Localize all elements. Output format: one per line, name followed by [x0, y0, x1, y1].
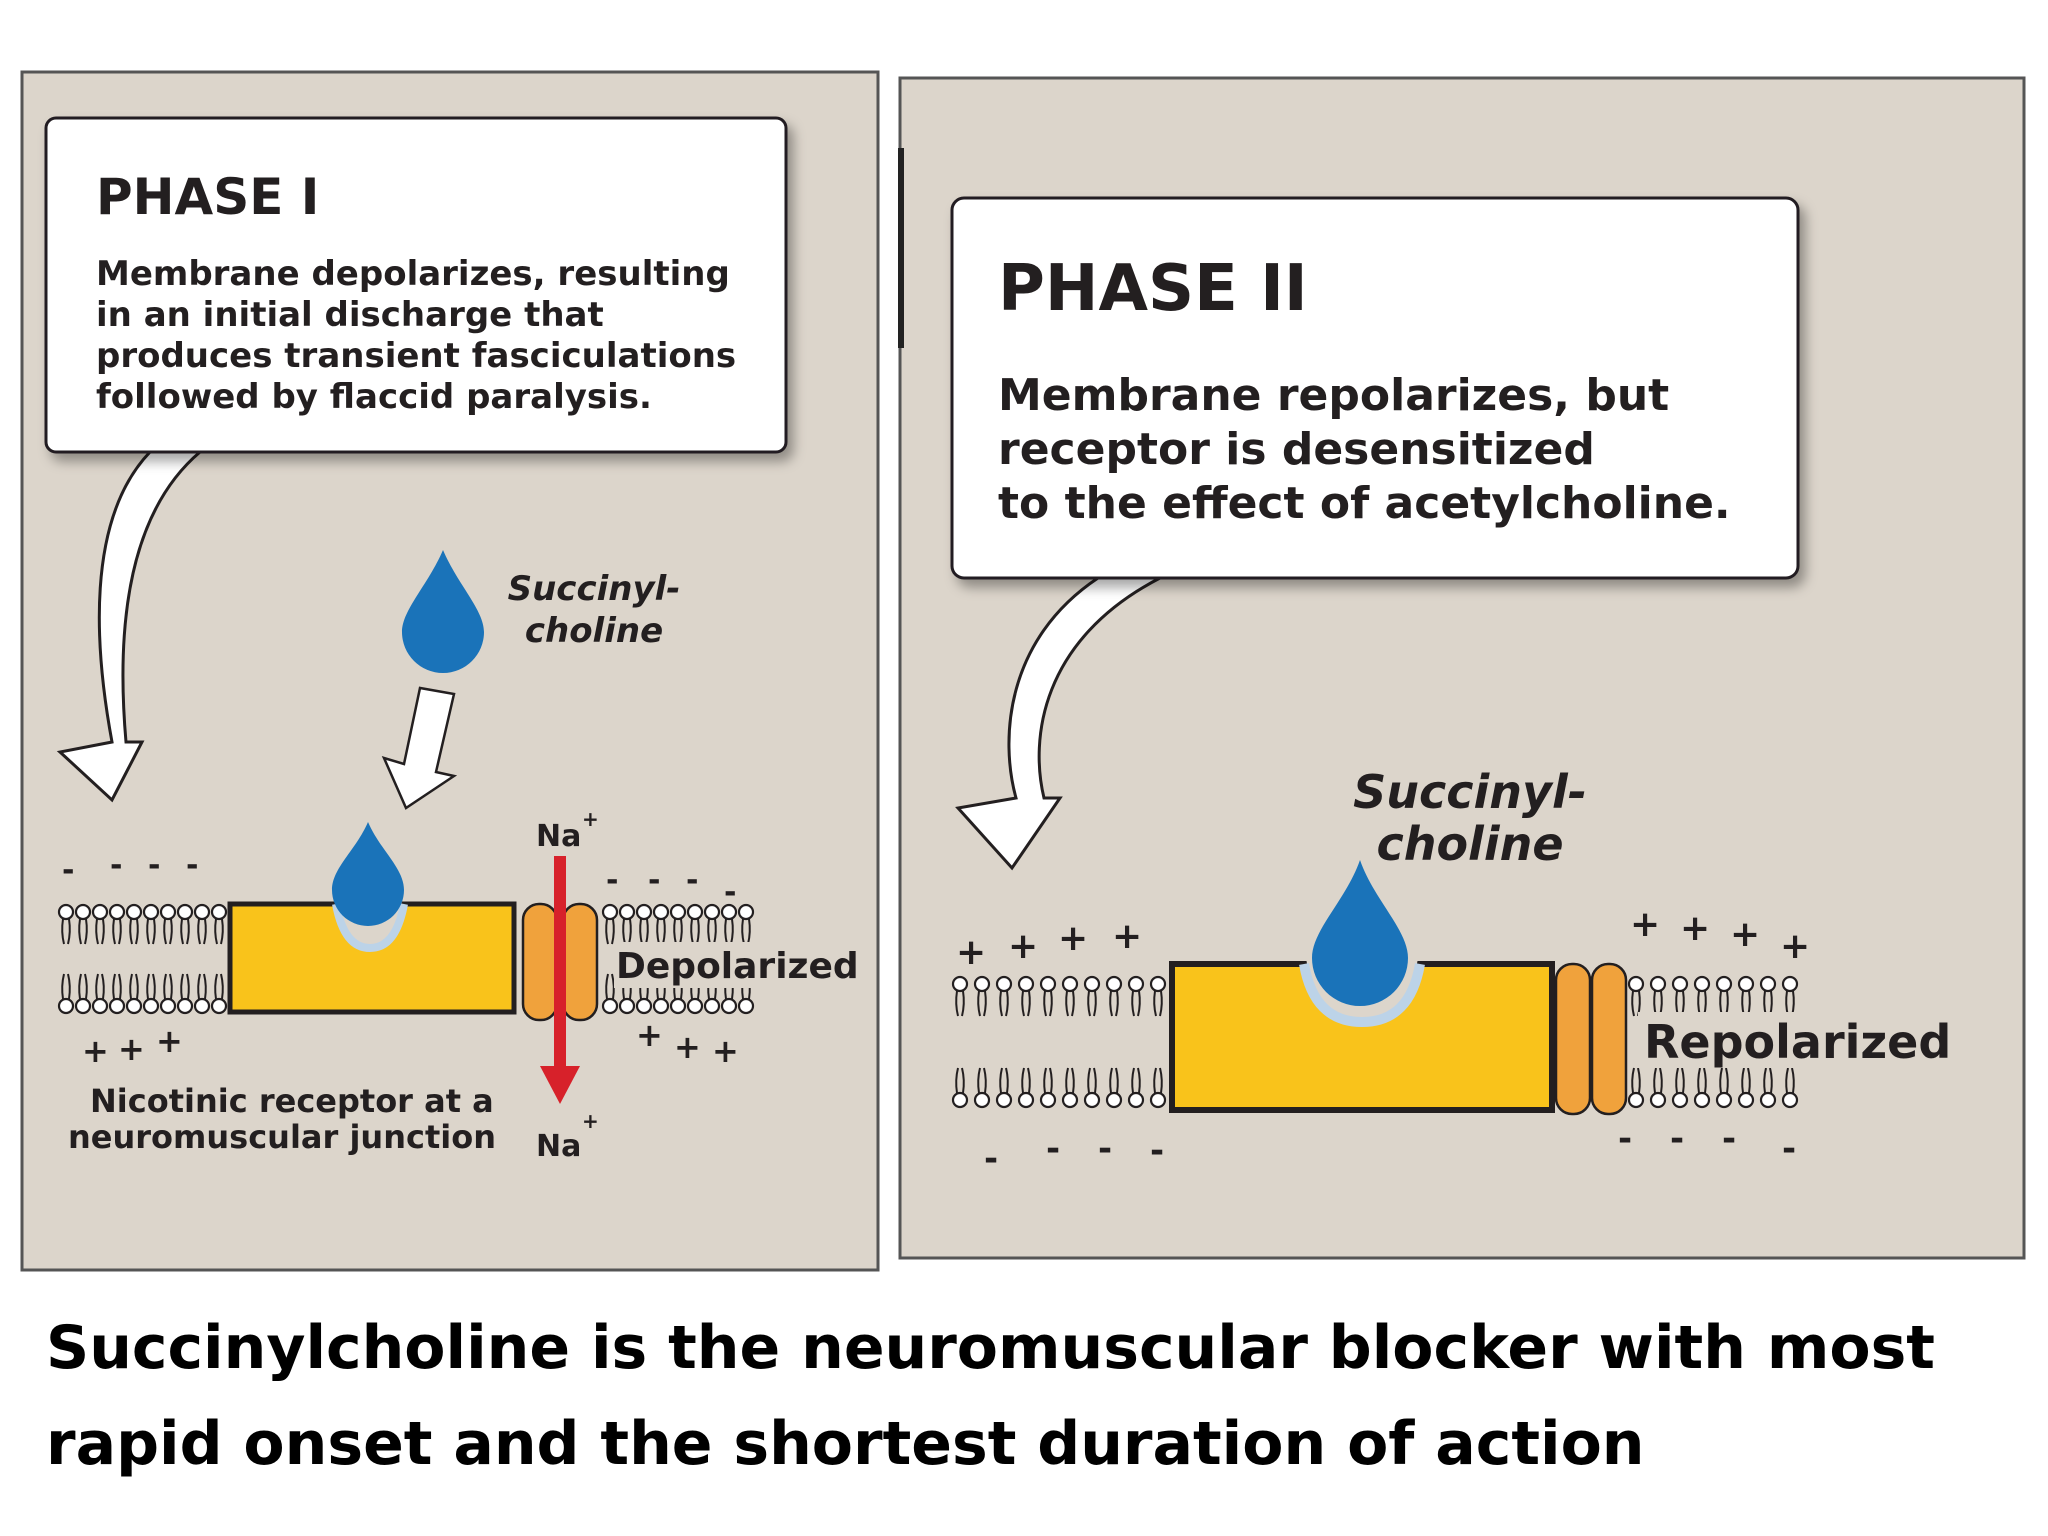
na-top-charge: +	[582, 807, 599, 831]
phase1-desc-line-1: Membrane depolarizes, resulting	[96, 254, 730, 294]
svg-text:+: +	[674, 1028, 701, 1066]
caption-line-1: Succinylcholine is the neuromuscular blo…	[46, 1313, 1935, 1383]
svg-text:+: +	[1058, 918, 1088, 959]
caption-line-2: rapid onset and the shortest duration of…	[46, 1409, 1645, 1479]
svg-text:-: -	[606, 863, 618, 898]
svg-text:-: -	[1782, 1129, 1796, 1169]
svg-text:-: -	[686, 863, 698, 898]
svg-text:+: +	[956, 932, 986, 973]
phase1-state-label: Depolarized	[616, 946, 859, 987]
svg-text:+: +	[1008, 926, 1038, 967]
svg-text:+: +	[1630, 904, 1660, 945]
receptor-label-1: Nicotinic receptor at a	[90, 1082, 494, 1120]
svg-text:-: -	[1722, 1119, 1736, 1159]
svg-text:+: +	[1680, 908, 1710, 949]
svg-text:-: -	[62, 853, 74, 888]
phase1-binding-arrow	[381, 686, 458, 810]
svg-text:-: -	[724, 875, 736, 910]
phase1-desc-line-4: followed by flaccid paralysis.	[96, 377, 652, 417]
svg-text:+: +	[82, 1032, 109, 1070]
svg-text:-: -	[186, 848, 198, 883]
phase1-ion-channel	[521, 902, 599, 1022]
svg-text:+: +	[156, 1022, 183, 1060]
phase1-falling-drop	[402, 550, 484, 673]
phase2-ion-channel	[1554, 962, 1628, 1116]
svg-text:-: -	[148, 848, 160, 883]
svg-text:-: -	[1150, 1131, 1164, 1171]
phase2-desc-line-3: to the effect of acetylcholine.	[998, 478, 1731, 529]
phase2-bound-drop	[1312, 860, 1408, 1006]
phase1-desc-line-2: in an initial discharge that	[96, 295, 604, 335]
svg-text:-: -	[1670, 1119, 1684, 1159]
svg-text:+: +	[636, 1016, 663, 1054]
na-arrow	[554, 856, 566, 1070]
caption: Succinylcholine is the neuromuscular blo…	[46, 1300, 2006, 1492]
succinylcholine-diagram: PHASE I Membrane depolarizes, resulting …	[20, 70, 2026, 1272]
phase2-drug-label-2: choline	[1376, 817, 1563, 871]
phase2-drug-label-1: Succinyl-	[1353, 765, 1587, 819]
svg-text:+: +	[118, 1030, 145, 1068]
phase2-callout	[950, 196, 1800, 580]
phase2-desc-line-1: Membrane repolarizes, but	[998, 370, 1669, 421]
phase2-title: PHASE II	[998, 252, 1308, 326]
svg-text:-: -	[984, 1139, 998, 1179]
svg-text:+: +	[712, 1032, 739, 1070]
svg-text:-: -	[110, 848, 122, 883]
phase1-bound-drop	[332, 822, 404, 926]
svg-text:-: -	[1046, 1129, 1060, 1169]
receptor-label-2: neuromuscular junction	[68, 1118, 496, 1156]
phase1-title: PHASE I	[96, 168, 319, 226]
phase1-drug-label-1: Succinyl-	[508, 569, 681, 609]
svg-text:+: +	[1112, 916, 1142, 957]
na-bottom-charge: +	[582, 1109, 599, 1133]
svg-text:-: -	[648, 863, 660, 898]
phase2-callout-arrow	[955, 576, 1161, 871]
phase1-charges: - - - - - - - - + + + + + +	[62, 848, 739, 1070]
phase2-desc-line-2: receptor is desensitized	[998, 424, 1595, 475]
phase1-callout-arrow	[56, 450, 205, 803]
phase1-drug-label-2: choline	[525, 611, 663, 651]
na-top-label: Na	[536, 819, 581, 854]
phase2-charges: + + + + + + + + - - - - - - - -	[956, 904, 1810, 1179]
phase2-panel: PHASE II Membrane repolarizes, but recep…	[898, 76, 2026, 1260]
svg-text:-: -	[1618, 1119, 1632, 1159]
na-bottom-label: Na	[536, 1129, 581, 1164]
phase2-state-label: Repolarized	[1644, 1015, 1951, 1069]
svg-text:+: +	[1730, 914, 1760, 955]
phase1-panel: PHASE I Membrane depolarizes, resulting …	[20, 70, 880, 1272]
svg-text:-: -	[1098, 1129, 1112, 1169]
phase1-desc-line-3: produces transient fasciculations	[96, 336, 736, 376]
svg-text:+: +	[1780, 926, 1810, 967]
phase1-callout	[44, 116, 788, 454]
